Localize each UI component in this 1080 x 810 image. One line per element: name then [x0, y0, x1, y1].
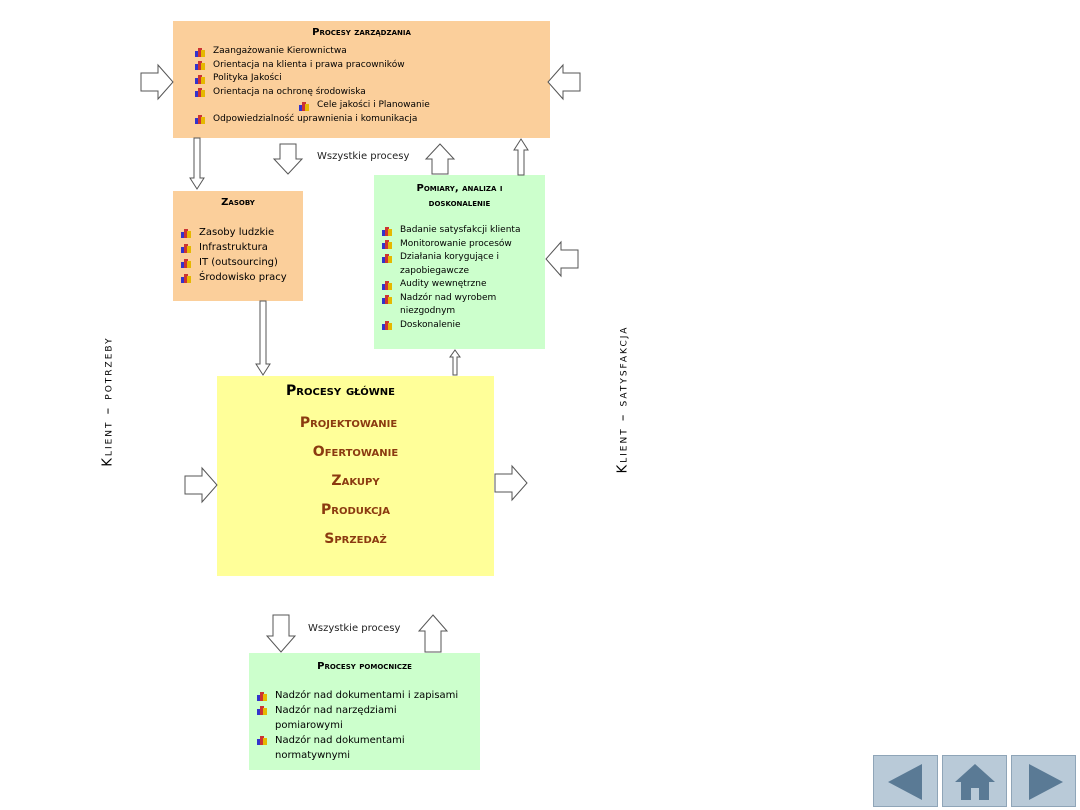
measurement-box: Pomiary, analiza i doskonalenie Badanie …: [374, 175, 545, 349]
list-item: Monitorowanie procesów: [382, 238, 520, 252]
bullet-icon: [195, 74, 205, 84]
home-button[interactable]: [942, 755, 1007, 807]
arrow-right-icon: [140, 63, 174, 101]
management-processes-box: Procesy zarządzania Zaangażowanie Kierow…: [173, 21, 550, 138]
main-process-item: Ofertowanie: [312, 444, 399, 460]
main-process-item: Produkcja: [321, 502, 390, 518]
list-item: Audity wewnętrzne: [382, 278, 520, 292]
arrow-up-icon: [424, 143, 456, 175]
bullet-icon: [382, 226, 392, 236]
left-side-label: Klient – potrzeby: [100, 336, 116, 467]
previous-button[interactable]: [873, 755, 938, 807]
bullet-icon: [181, 273, 191, 283]
triangle-right-icon: [1029, 764, 1063, 800]
arrow-down-icon: [189, 137, 205, 190]
resources-box: Zasoby Zasoby ludzkie Infrastruktura IT …: [173, 191, 303, 301]
main-processes-title: Procesy główne: [286, 383, 395, 399]
bullet-icon: [382, 239, 392, 250]
bullet-icon: [382, 320, 392, 331]
list-item: Nadzór nad dokumentami normatywnymi: [257, 733, 425, 763]
list-item: Orientacja na ochronę środowiska: [195, 86, 430, 100]
all-processes-label-top: Wszystkie procesy: [317, 151, 410, 162]
list-item: Środowisko pracy: [181, 270, 287, 285]
main-process-item: Projektowanie: [299, 415, 398, 431]
home-icon: [955, 764, 995, 800]
bullet-icon: [181, 258, 191, 268]
right-side-label: Klient – satysfakcja: [615, 325, 631, 474]
arrow-up-icon: [513, 138, 529, 176]
bullet-icon: [382, 294, 392, 304]
list-item: Badanie satysfakcji klienta: [382, 224, 520, 238]
arrow-down-icon: [255, 300, 271, 376]
bullet-icon: [257, 691, 267, 701]
list-item: Działania korygujące i zapobiegawcze: [382, 251, 518, 278]
bullet-icon: [195, 87, 205, 98]
arrow-right-icon: [184, 466, 218, 504]
bullet-icon: [257, 735, 267, 745]
arrow-down-icon: [265, 614, 297, 653]
next-button[interactable]: [1011, 755, 1076, 807]
list-item: Zaangażowanie Kierownictwa: [195, 45, 430, 59]
list-item: Cele jakości i Planowanie: [299, 99, 430, 113]
list-item: Nadzór nad dokumentami i zapisami: [257, 688, 458, 703]
resources-title: Zasoby: [221, 197, 255, 208]
bullet-icon: [382, 280, 392, 290]
measurement-title: Pomiary, analiza i doskonalenie: [416, 183, 503, 209]
bullet-icon: [181, 228, 191, 238]
arrow-down-icon: [272, 143, 304, 175]
support-processes-box: Procesy pomocnicze Nadzór nad dokumentam…: [249, 653, 480, 770]
list-item: Infrastruktura: [181, 240, 287, 255]
arrow-left-icon: [545, 240, 579, 278]
bullet-icon: [257, 705, 267, 715]
list-item: IT (outsourcing): [181, 255, 287, 270]
list-item: Odpowiedzialność uprawnienia i komunikac…: [195, 113, 430, 127]
main-process-item: Zakupy: [331, 473, 380, 489]
bullet-icon: [195, 47, 205, 57]
arrow-right-icon: [494, 464, 528, 502]
arrow-up-icon: [417, 614, 449, 653]
bullet-icon: [195, 60, 205, 71]
all-processes-label-bottom: Wszystkie procesy: [308, 623, 401, 634]
bullet-icon: [382, 253, 392, 263]
bullet-icon: [299, 101, 309, 111]
list-item: Orientacja na klienta i prawa pracownikó…: [195, 59, 430, 73]
support-processes-title: Procesy pomocnicze: [317, 661, 412, 672]
list-item: Doskonalenie: [382, 319, 520, 333]
list-item: Zasoby ludzkie: [181, 225, 287, 240]
list-item: Nadzór nad wyrobem niezgodnym: [382, 292, 518, 319]
main-process-item: Sprzedaż: [324, 531, 387, 547]
bullet-icon: [195, 114, 205, 125]
bullet-icon: [181, 243, 191, 253]
management-processes-title: Procesy zarządzania: [312, 27, 411, 38]
main-processes-box: Procesy główne Projektowanie Ofertowanie…: [217, 376, 494, 576]
list-item: Polityka Jakości: [195, 72, 430, 86]
list-item: Nadzór nad narzędziami pomiarowymi: [257, 703, 425, 733]
arrow-left-icon: [547, 63, 581, 101]
arrow-up-icon: [449, 349, 461, 376]
triangle-left-icon: [888, 764, 922, 800]
